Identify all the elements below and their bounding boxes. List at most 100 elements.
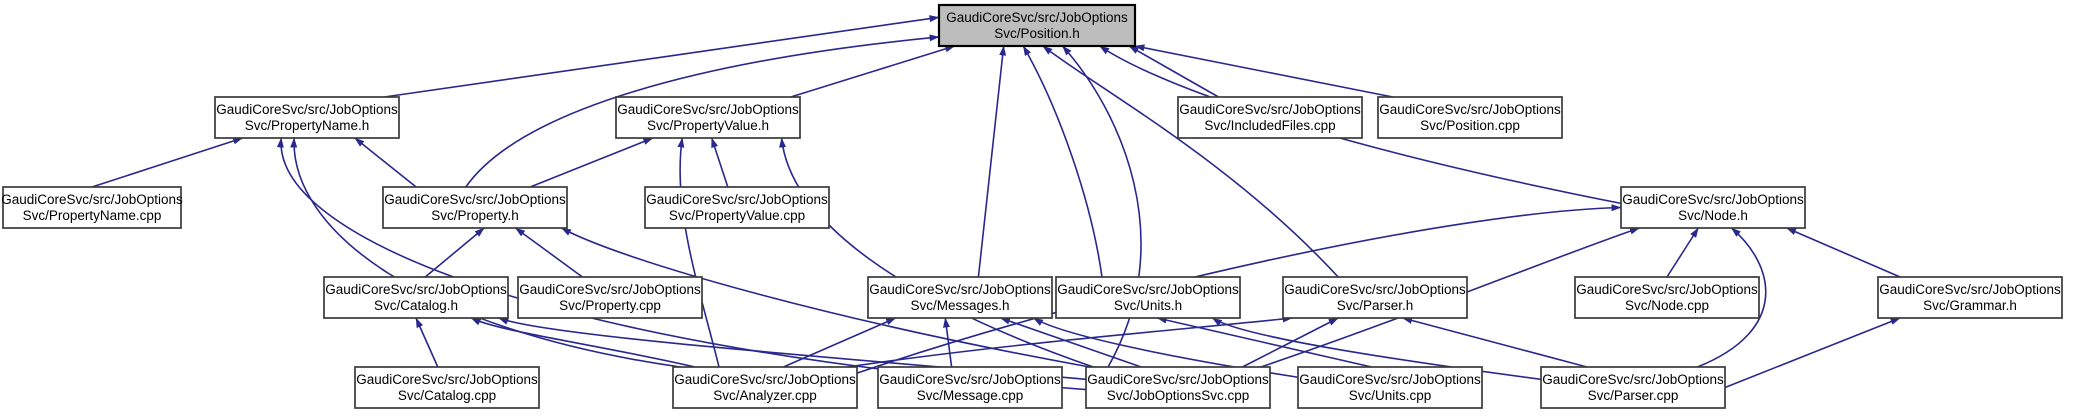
node-label-parser_h-line1: GaudiCoreSvc/src/JobOptions: [1284, 282, 1466, 297]
edge-catalog_cpp-to-catalog_h: [415, 317, 439, 368]
node-label-messages_h-line2: Svc/Messages.h: [910, 298, 1009, 313]
edge-joboptionssvc_cpp-to-position_h: [1061, 45, 1142, 368]
edge-messages_h-to-position_h: [977, 45, 1007, 278]
node-label-catalog_h-line1: GaudiCoreSvc/src/JobOptions: [325, 282, 507, 297]
node-label-includedfiles_cpp-line1: GaudiCoreSvc/src/JobOptions: [1179, 102, 1361, 117]
node-parser_cpp[interactable]: GaudiCoreSvc/src/JobOptionsSvc/Parser.cp…: [1540, 366, 1726, 409]
edge-propertyname_h-to-position_h: [384, 15, 940, 98]
edge-propertyname_cpp-to-propertyname_h: [91, 137, 244, 188]
node-propertyname_h[interactable]: GaudiCoreSvc/src/JobOptionsSvc/PropertyN…: [214, 96, 400, 139]
node-catalog_h[interactable]: GaudiCoreSvc/src/JobOptionsSvc/Catalog.h: [323, 276, 509, 319]
edge-parser_h-to-position_h: [1042, 45, 1339, 278]
edge-property_h-to-position_h: [465, 34, 940, 188]
node-position_cpp[interactable]: GaudiCoreSvc/src/JobOptionsSvc/Position.…: [1377, 96, 1563, 139]
edge-units_h-to-position_h: [1022, 45, 1103, 278]
edge-property_cpp-to-property_h: [515, 227, 583, 278]
node-label-propertyname_cpp-line1: GaudiCoreSvc/src/JobOptions: [1, 192, 183, 207]
node-label-units_cpp-line2: Svc/Units.cpp: [1349, 388, 1432, 403]
node-label-property_h-line1: GaudiCoreSvc/src/JobOptions: [384, 192, 566, 207]
node-label-joboptionssvc_cpp-line2: Svc/JobOptionsSvc.cpp: [1107, 388, 1250, 403]
edge-analyzer_cpp-to-node_h: [856, 204, 1622, 374]
node-box-includedfiles_cpp[interactable]: [1177, 96, 1363, 139]
edge-parser_cpp-to-parser_h: [1402, 317, 1588, 368]
node-label-node_h-line1: GaudiCoreSvc/src/JobOptions: [1622, 192, 1804, 207]
node-label-position_h-line1: GaudiCoreSvc/src/JobOptions: [946, 10, 1128, 25]
node-box-parser_h[interactable]: [1282, 276, 1468, 319]
node-box-message_cpp[interactable]: [877, 366, 1063, 409]
node-label-position_cpp-line2: Svc/Position.cpp: [1420, 118, 1520, 133]
node-box-units_cpp[interactable]: [1297, 366, 1483, 409]
node-node_h[interactable]: GaudiCoreSvc/src/JobOptionsSvc/Node.h: [1620, 186, 1806, 229]
node-label-node_h-line2: Svc/Node.h: [1678, 208, 1748, 223]
node-property_cpp[interactable]: GaudiCoreSvc/src/JobOptionsSvc/Property.…: [517, 276, 703, 319]
node-propertyname_cpp[interactable]: GaudiCoreSvc/src/JobOptionsSvc/PropertyN…: [1, 186, 183, 229]
node-propertyvalue_h[interactable]: GaudiCoreSvc/src/JobOptionsSvc/PropertyV…: [615, 96, 801, 139]
node-catalog_cpp[interactable]: GaudiCoreSvc/src/JobOptionsSvc/Catalog.c…: [354, 366, 540, 409]
edge-joboptionssvc_cpp-to-parser_h: [1242, 317, 1339, 368]
node-label-propertyvalue_cpp-line1: GaudiCoreSvc/src/JobOptions: [646, 192, 828, 207]
node-label-property_cpp-line2: Svc/Property.cpp: [559, 298, 661, 313]
node-box-catalog_h[interactable]: [323, 276, 509, 319]
node-label-grammar_h-line2: Svc/Grammar.h: [1923, 298, 2017, 313]
node-message_cpp[interactable]: GaudiCoreSvc/src/JobOptionsSvc/Message.c…: [877, 366, 1063, 409]
node-box-messages_h[interactable]: [867, 276, 1053, 319]
node-box-propertyname_cpp[interactable]: [2, 186, 182, 229]
node-label-property_cpp-line1: GaudiCoreSvc/src/JobOptions: [519, 282, 701, 297]
node-box-analyzer_cpp[interactable]: [672, 366, 858, 409]
node-label-grammar_h-line1: GaudiCoreSvc/src/JobOptions: [1879, 282, 2061, 297]
edge-property_h-to-propertyvalue_h: [529, 137, 654, 188]
node-units_h[interactable]: GaudiCoreSvc/src/JobOptionsSvc/Units.h: [1055, 276, 1241, 319]
node-box-parser_cpp[interactable]: [1540, 366, 1726, 409]
node-label-parser_h-line2: Svc/Parser.h: [1337, 298, 1414, 313]
node-label-propertyvalue_cpp-line2: Svc/PropertyValue.cpp: [669, 208, 805, 223]
edge-position_cpp-to-position_h: [1134, 44, 1393, 98]
node-units_cpp[interactable]: GaudiCoreSvc/src/JobOptionsSvc/Units.cpp: [1297, 366, 1483, 409]
node-label-propertyvalue_h-line2: Svc/PropertyValue.h: [647, 118, 769, 133]
node-box-node_cpp[interactable]: [1574, 276, 1760, 319]
node-label-parser_cpp-line1: GaudiCoreSvc/src/JobOptions: [1542, 372, 1724, 387]
node-label-position_cpp-line1: GaudiCoreSvc/src/JobOptions: [1379, 102, 1561, 117]
node-box-property_cpp[interactable]: [517, 276, 703, 319]
node-joboptionssvc_cpp[interactable]: GaudiCoreSvc/src/JobOptionsSvc/JobOption…: [1085, 366, 1271, 409]
node-box-propertyname_h[interactable]: [214, 96, 400, 139]
edge-joboptionssvc_cpp-to-node_h: [1260, 227, 1640, 368]
edge-property_h-to-propertyname_h: [354, 137, 417, 188]
edge-propertyvalue_h-to-position_h: [790, 45, 956, 98]
node-box-joboptionssvc_cpp[interactable]: [1085, 366, 1271, 409]
edge-node_cpp-to-node_h: [1666, 227, 1699, 278]
node-label-message_cpp-line2: Svc/Message.cpp: [917, 388, 1024, 403]
node-label-analyzer_cpp-line1: GaudiCoreSvc/src/JobOptions: [674, 372, 856, 387]
node-box-property_h[interactable]: [382, 186, 568, 229]
node-box-propertyvalue_h[interactable]: [615, 96, 801, 139]
node-includedfiles_cpp[interactable]: GaudiCoreSvc/src/JobOptionsSvc/IncludedF…: [1177, 96, 1363, 139]
node-label-catalog_cpp-line2: Svc/Catalog.cpp: [398, 388, 496, 403]
node-label-units_h-line1: GaudiCoreSvc/src/JobOptions: [1057, 282, 1239, 297]
edge-message_cpp-to-messages_h: [943, 317, 953, 368]
node-label-messages_h-line1: GaudiCoreSvc/src/JobOptions: [869, 282, 1051, 297]
node-property_h[interactable]: GaudiCoreSvc/src/JobOptionsSvc/Property.…: [382, 186, 568, 229]
edge-analyzer_cpp-to-parser_h: [847, 315, 1293, 368]
node-label-catalog_cpp-line1: GaudiCoreSvc/src/JobOptions: [356, 372, 538, 387]
node-grammar_h[interactable]: GaudiCoreSvc/src/JobOptionsSvc/Grammar.h: [1877, 276, 2063, 319]
node-parser_h[interactable]: GaudiCoreSvc/src/JobOptionsSvc/Parser.h: [1282, 276, 1468, 319]
edge-analyzer_cpp-to-propertyname_h: [290, 137, 681, 368]
node-box-position_h[interactable]: [937, 3, 1137, 48]
node-box-position_cpp[interactable]: [1377, 96, 1563, 139]
edge-grammar_h-to-node_h: [1786, 227, 1901, 278]
node-box-grammar_h[interactable]: [1877, 276, 2063, 319]
node-label-catalog_h-line2: Svc/Catalog.h: [374, 298, 458, 313]
node-box-propertyvalue_cpp[interactable]: [644, 186, 830, 229]
node-label-node_cpp-line1: GaudiCoreSvc/src/JobOptions: [1576, 282, 1758, 297]
node-node_cpp[interactable]: GaudiCoreSvc/src/JobOptionsSvc/Node.cpp: [1574, 276, 1760, 319]
node-messages_h[interactable]: GaudiCoreSvc/src/JobOptionsSvc/Messages.…: [867, 276, 1053, 319]
node-box-units_h[interactable]: [1055, 276, 1241, 319]
node-box-catalog_cpp[interactable]: [354, 366, 540, 409]
edge-catalog_h-to-property_h: [424, 227, 485, 278]
node-analyzer_cpp[interactable]: GaudiCoreSvc/src/JobOptionsSvc/Analyzer.…: [672, 366, 858, 409]
node-box-node_h[interactable]: [1620, 186, 1806, 229]
node-propertyvalue_cpp[interactable]: GaudiCoreSvc/src/JobOptionsSvc/PropertyV…: [644, 186, 830, 229]
node-label-units_cpp-line1: GaudiCoreSvc/src/JobOptions: [1299, 372, 1481, 387]
node-label-propertyname_h-line2: Svc/PropertyName.h: [245, 118, 370, 133]
node-position_h[interactable]: GaudiCoreSvc/src/JobOptionsSvc/Position.…: [937, 3, 1137, 48]
